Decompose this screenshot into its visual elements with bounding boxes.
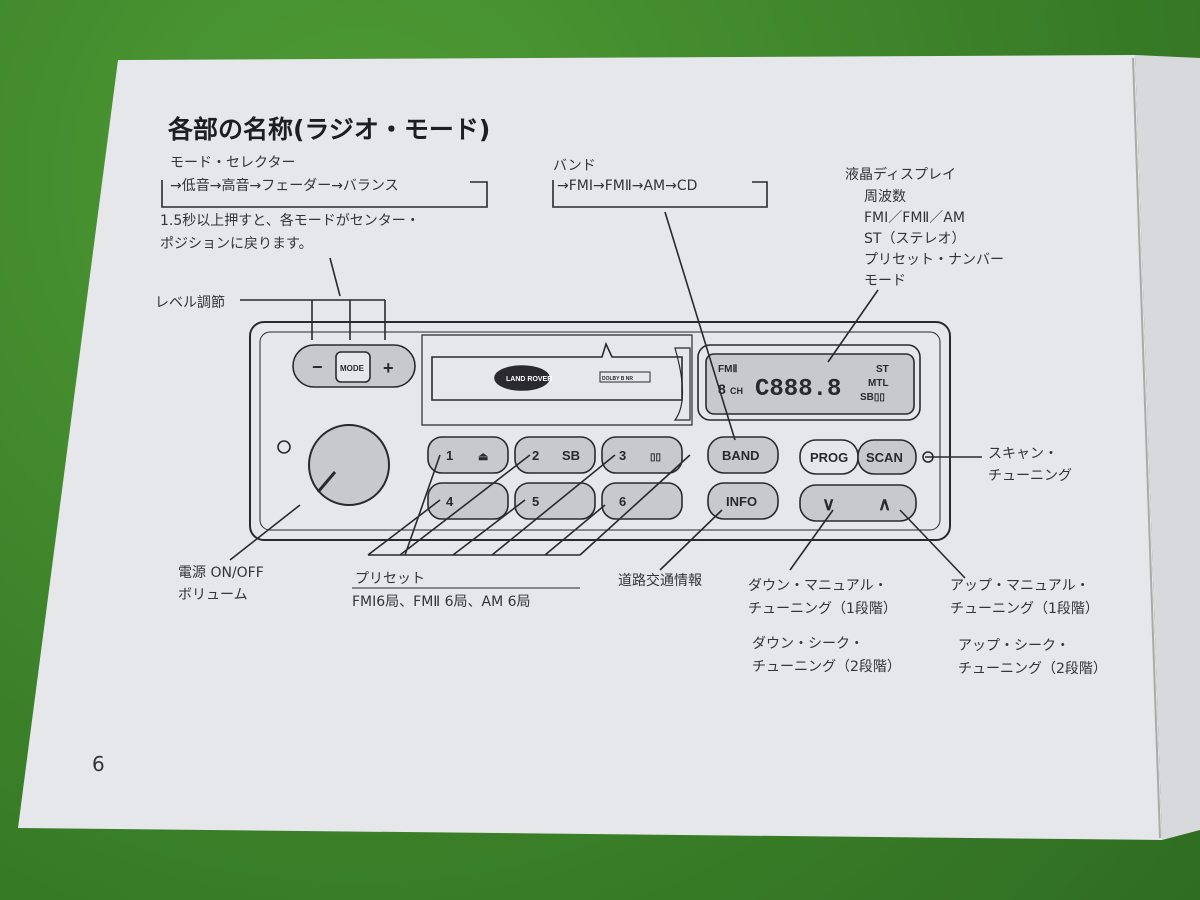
- scan-label-2: チューニング: [988, 468, 1072, 484]
- lcd-band: FMⅡ: [718, 364, 737, 375]
- lcd-item: プリセット・ナンバー: [864, 252, 1004, 268]
- page-title: 各部の名称(ラジオ・モード): [168, 115, 491, 144]
- next-page-edge: [1135, 55, 1200, 840]
- land-rover-logo: [494, 365, 550, 391]
- lcd-frequency: C888.8: [755, 376, 841, 403]
- lcd-label: 液晶ディスプレイ: [845, 167, 957, 183]
- lcd-mtl: MTL: [868, 378, 889, 389]
- preset-label-1: プリセット: [355, 571, 425, 587]
- scan-label-1: スキャン・: [988, 446, 1058, 462]
- indicator-led: [277, 440, 291, 454]
- down-manual-label-1: ダウン・マニュアル・: [748, 578, 888, 594]
- level-label: レベル調節: [155, 295, 225, 311]
- radio-body: [249, 321, 951, 541]
- dolby-icon: ▯▯: [650, 452, 661, 463]
- mode-note-2: ポジションに戻ります。: [160, 236, 313, 252]
- cassette-slot: [431, 341, 683, 401]
- lcd-ch: CH: [730, 386, 743, 396]
- dolby-text: DOLBY B NR: [602, 376, 633, 382]
- lcd-screen: [705, 353, 915, 415]
- lcd-item: ST（ステレオ）: [864, 231, 966, 247]
- preset-2-button[interactable]: 2: [532, 448, 539, 463]
- band-button[interactable]: BAND: [722, 448, 760, 463]
- lcd-item: 周波数: [864, 189, 906, 205]
- down-manual-label-2: チューニング（1段階）: [748, 601, 897, 617]
- up-manual-label-1: アップ・マニュアル・: [950, 578, 1090, 594]
- band-cycle-bracket: [552, 180, 768, 208]
- up-seek-label-1: アップ・シーク・: [958, 638, 1070, 654]
- up-manual-label-2: チューニング（1段階）: [950, 601, 1099, 617]
- lcd-frame: [697, 344, 921, 421]
- preset-5-button[interactable]: 5: [532, 494, 539, 509]
- mode-cycle-bracket: [161, 180, 488, 208]
- mode-selector-label: モード・セレクター: [170, 155, 296, 171]
- level-plus-button[interactable]: +: [383, 358, 394, 378]
- preset-4-button[interactable]: 4: [446, 494, 454, 509]
- up-seek-label-2: チューニング（2段階）: [958, 661, 1107, 677]
- prog-button[interactable]: PROG: [810, 450, 848, 465]
- preset-label-2: FMⅠ6局、FMⅡ 6局、AM 6局: [352, 594, 531, 610]
- volume-knob: [308, 424, 390, 506]
- mode-selector-cycle: →低音→高音→フェーダー→バランス: [170, 178, 399, 194]
- band-cycle: →FMⅠ→FMⅡ→AM→CD: [557, 178, 698, 194]
- down-seek-label-2: チューニング（2段階）: [752, 659, 901, 675]
- down-seek-label-1: ダウン・シーク・: [752, 636, 864, 652]
- preset-1-button[interactable]: 1: [446, 448, 453, 463]
- level-minus-button[interactable]: −: [312, 357, 323, 377]
- page-number: 6: [92, 752, 105, 776]
- preset-3-button[interactable]: 3: [619, 448, 626, 463]
- preset-6-button[interactable]: 6: [619, 494, 626, 509]
- lcd-preset: 8: [718, 381, 726, 397]
- lcd-item: FMⅠ／FMⅡ／AM: [864, 210, 965, 226]
- mode-note-1: 1.5秒以上押すと、各モードがセンター・: [160, 213, 420, 229]
- eject-icon: ⏏: [478, 451, 489, 463]
- mode-button[interactable]: MODE: [340, 364, 365, 373]
- tune-down-button[interactable]: ∨: [822, 494, 835, 514]
- scan-button[interactable]: SCAN: [866, 450, 903, 465]
- tune-up-button[interactable]: ∧: [878, 494, 891, 514]
- logo-text: LAND ROVER: [506, 376, 552, 383]
- lcd-st: ST: [876, 364, 889, 375]
- traffic-info-label: 道路交通情報: [618, 573, 702, 589]
- band-label: バンド: [553, 158, 596, 174]
- lcd-item: モード: [864, 273, 906, 289]
- power-label-1: 電源 ON/OFF: [178, 565, 264, 581]
- power-label-2: ボリューム: [178, 587, 248, 603]
- lcd-sb: SB▯▯: [860, 392, 885, 403]
- sb-label: SB: [562, 448, 580, 463]
- info-button[interactable]: INFO: [726, 494, 757, 509]
